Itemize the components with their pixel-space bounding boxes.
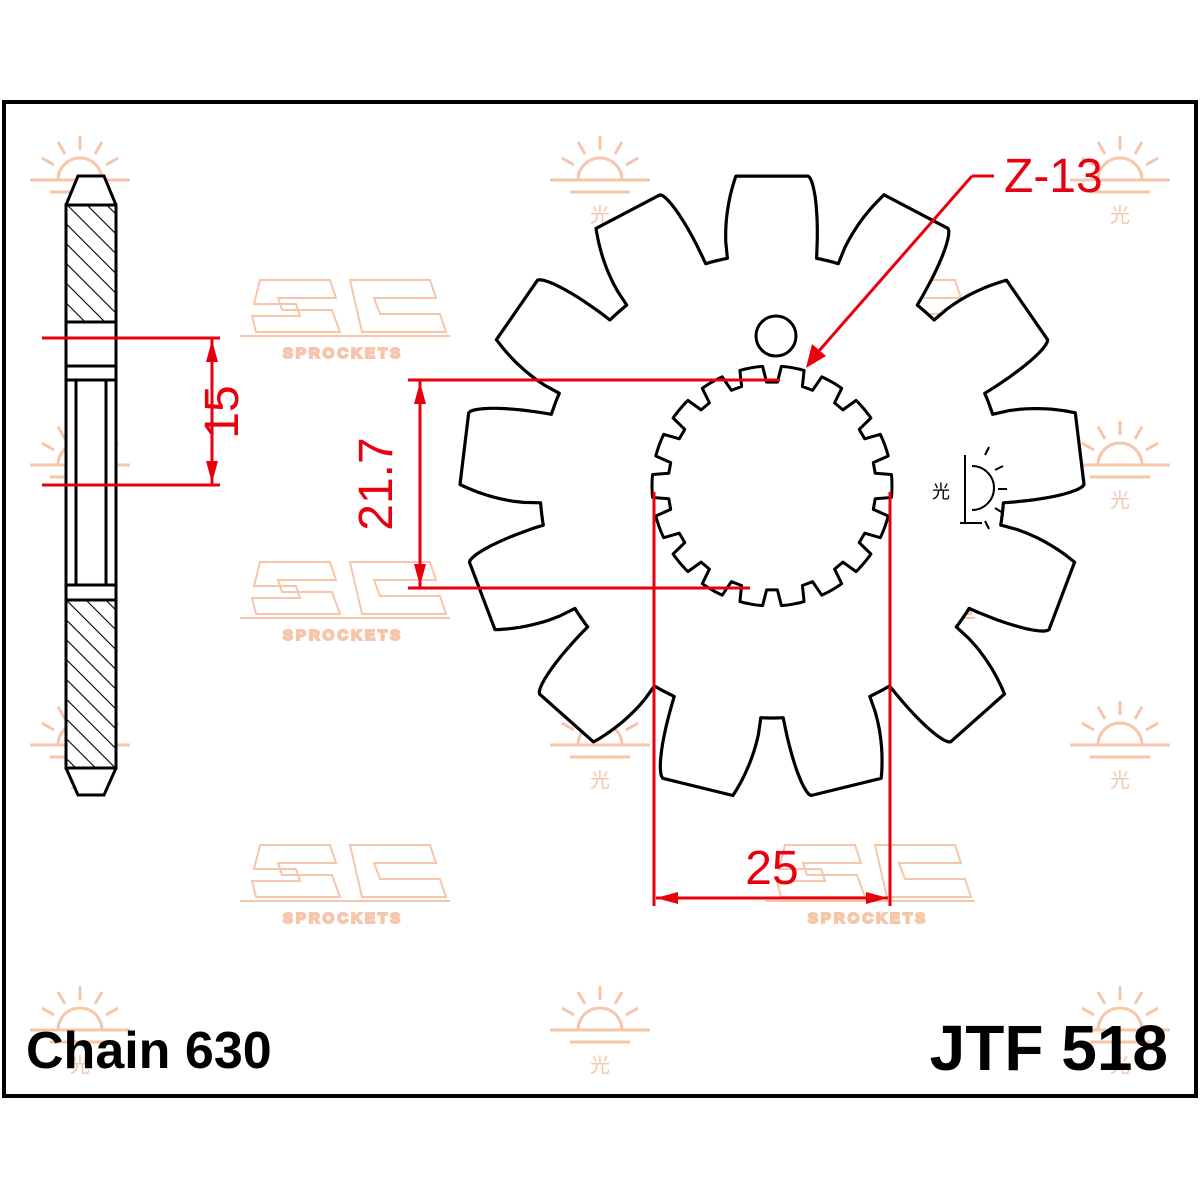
timing-hole [754,314,798,358]
watermark-sun-icon: 光 [550,136,650,227]
pitch-label: 15 [196,385,249,438]
svg-text:光: 光 [70,1054,90,1077]
svg-text:光: 光 [932,482,950,502]
svg-text:光: 光 [1110,204,1130,227]
watermark-text: SPROCKETS [283,627,403,644]
teeth-label: Z-13 [1004,150,1103,203]
dimension-outer [652,492,892,906]
svg-text:光: 光 [590,769,610,792]
svg-text:光: 光 [1110,489,1130,512]
svg-text:光: 光 [590,1054,610,1077]
spline-hole [650,364,894,608]
chain-label: Chain 630 [26,1022,272,1080]
watermark-text: SPROCKETS [283,910,403,927]
watermark-sun-icon: 光 [1070,701,1170,792]
watermark-layer: 光光光光光光光光光光光光SPROCKETSSPROCKETSSPROCKETSS… [30,136,1170,1077]
watermark-sun-icon: 光 [1070,421,1170,512]
part-label: JTF 518 [930,1012,1168,1084]
side-hatch-lower [64,598,118,770]
outer-label: 25 [745,842,798,895]
svg-text:光: 光 [590,204,610,227]
svg-text:光: 光 [1110,769,1130,792]
watermark-text: SPROCKETS [283,345,403,362]
watermark-jt-logo: SPROCKETS [240,561,450,645]
watermark-sun-icon: 光 [1070,136,1170,227]
dimension-inner [408,378,780,590]
watermark-sun-icon: 光 [1070,986,1170,1077]
inner-label: 21.7 [350,437,403,530]
watermark-jt-logo: SPROCKETS [240,279,450,363]
watermark-sun-icon: 光 [550,986,650,1077]
watermark-jt-logo: SPROCKETS [240,844,450,928]
side-hatch-upper [64,203,118,324]
dimension-pitch [42,336,220,487]
watermark-jt-logo: SPROCKETS [765,844,975,928]
teeth-leader [806,174,994,368]
sun-logo-icon: 光 [932,446,1007,530]
svg-text:光: 光 [1110,1054,1130,1077]
watermark-text: SPROCKETS [808,910,928,927]
watermark-sun-icon: 光 [30,986,130,1077]
